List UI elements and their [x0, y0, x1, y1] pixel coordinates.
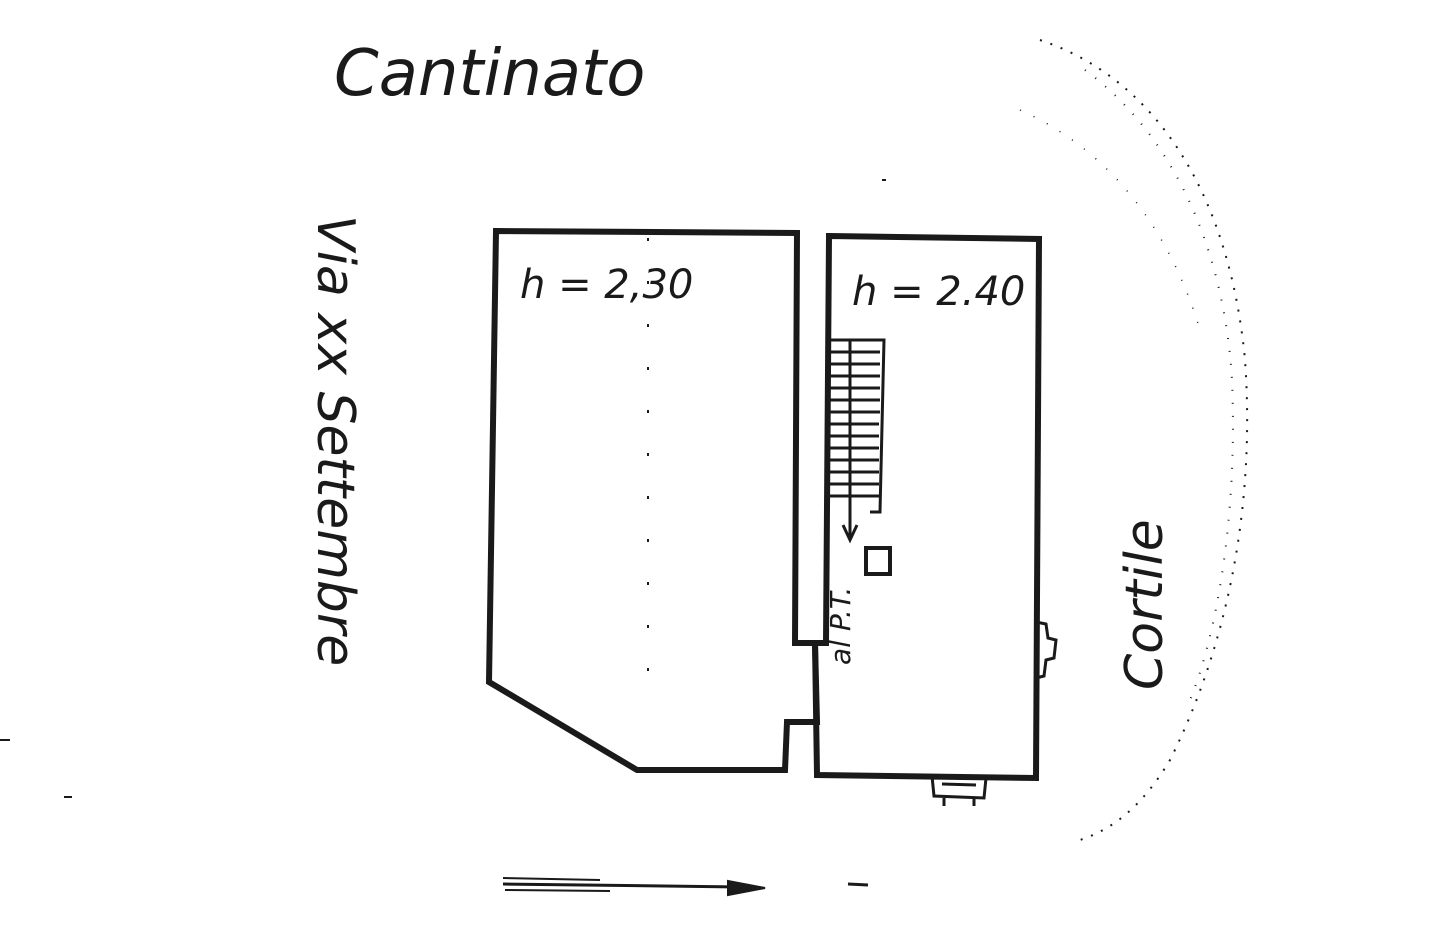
- left-room-height: h = 2,30: [520, 262, 693, 308]
- direction-arrow: [502, 877, 869, 897]
- stray-marks: [0, 179, 886, 798]
- stair-label: al P.T.: [824, 587, 857, 665]
- plan-title: Cantinato: [334, 37, 645, 111]
- bottom-wall-fixture: [930, 775, 988, 806]
- staircase: [829, 338, 886, 544]
- fixture-square: [864, 546, 892, 576]
- street-label: Via xx Settembre: [305, 215, 365, 666]
- courtyard-label: Cortile: [1115, 519, 1175, 690]
- left-room-outline: [485, 227, 821, 773]
- right-room-outline: [811, 232, 1043, 782]
- courtyard-boundary: [1019, 39, 1249, 841]
- right-wall-fixture: [1035, 620, 1058, 680]
- right-room-height: h = 2.40: [852, 269, 1025, 315]
